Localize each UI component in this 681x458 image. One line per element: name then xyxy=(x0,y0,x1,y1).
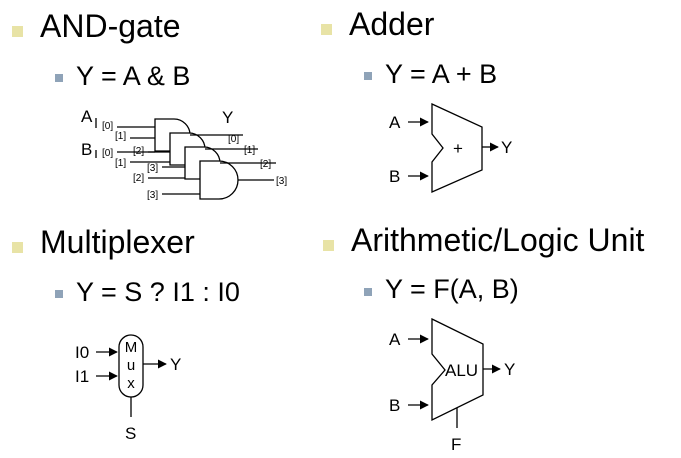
and-gate-diagram: A B Y [0] [1] [0] [2] [1] [3] [2] [3] xyxy=(81,107,287,201)
alu-equation: Y = F(A, B) xyxy=(385,274,519,304)
mux-diagram: I0 I1 M u x Y S xyxy=(75,334,181,443)
multiplexer-equation: Y = S ? I1 : I0 xyxy=(76,277,240,307)
and-bit-y0: [0] xyxy=(228,134,239,145)
sub-bullet-icon xyxy=(55,74,63,82)
and-bit-b2: [2] xyxy=(133,173,144,184)
sub-bullet-icon xyxy=(364,288,372,296)
mux-select-s-label: S xyxy=(125,424,136,443)
and-bit-y2: [2] xyxy=(260,159,271,170)
adder-input-a-label: A xyxy=(389,113,401,132)
and-bit-b1: [1] xyxy=(115,158,126,169)
and-bit-y3: [3] xyxy=(276,176,287,187)
alu-symbol: ALU xyxy=(445,361,478,380)
and-output-y-label: Y xyxy=(222,108,233,127)
multiplexer-title: Multiplexer xyxy=(40,224,195,260)
alu-input-a-label: A xyxy=(389,330,401,349)
and-input-b-label: B xyxy=(81,140,92,159)
alu-input-b-label: B xyxy=(389,396,400,415)
and-bit-a1: [1] xyxy=(115,131,126,142)
and-gate-title: AND-gate xyxy=(40,8,181,44)
adder-title: Adder xyxy=(349,6,435,42)
mux-symbol-u: u xyxy=(127,357,135,374)
adder-block xyxy=(431,102,483,193)
and-input-a-label: A xyxy=(81,107,93,126)
adder-input-b-label: B xyxy=(389,167,400,186)
and-bit-y1: [1] xyxy=(244,145,255,156)
bullet-icon xyxy=(12,26,23,37)
adder-equation: Y = A + B xyxy=(385,59,498,89)
mux-input-i1-label: I1 xyxy=(75,367,89,386)
and-bit-a3: [3] xyxy=(147,163,158,174)
and-gate-3 xyxy=(199,160,239,200)
adder-output-y-label: Y xyxy=(501,138,512,157)
and-bit-a0: [0] xyxy=(102,121,113,132)
sub-bullet-icon xyxy=(55,290,63,298)
bullet-icon xyxy=(321,24,332,35)
and-gate-equation: Y = A & B xyxy=(76,61,191,91)
alu-output-y-label: Y xyxy=(504,360,515,379)
and-bit-a2: [2] xyxy=(133,146,144,157)
alu-block xyxy=(431,317,484,422)
mux-symbol-m: M xyxy=(125,339,138,356)
adder-diagram: A B + Y xyxy=(389,102,512,193)
and-bit-b0: [0] xyxy=(102,148,113,159)
alu-title: Arithmetic/Logic Unit xyxy=(351,222,645,258)
and-bit-b3: [3] xyxy=(147,190,158,201)
mux-symbol-x: x xyxy=(127,375,135,392)
alu-diagram: A B ALU Y F xyxy=(389,317,515,454)
bullet-icon xyxy=(323,240,334,251)
alu-function-f-label: F xyxy=(451,435,461,454)
adder-symbol: + xyxy=(453,139,463,158)
sub-bullet-icon xyxy=(364,72,372,80)
mux-output-y-label: Y xyxy=(170,355,181,374)
mux-input-i0-label: I0 xyxy=(75,343,89,362)
bullet-icon xyxy=(12,242,23,253)
